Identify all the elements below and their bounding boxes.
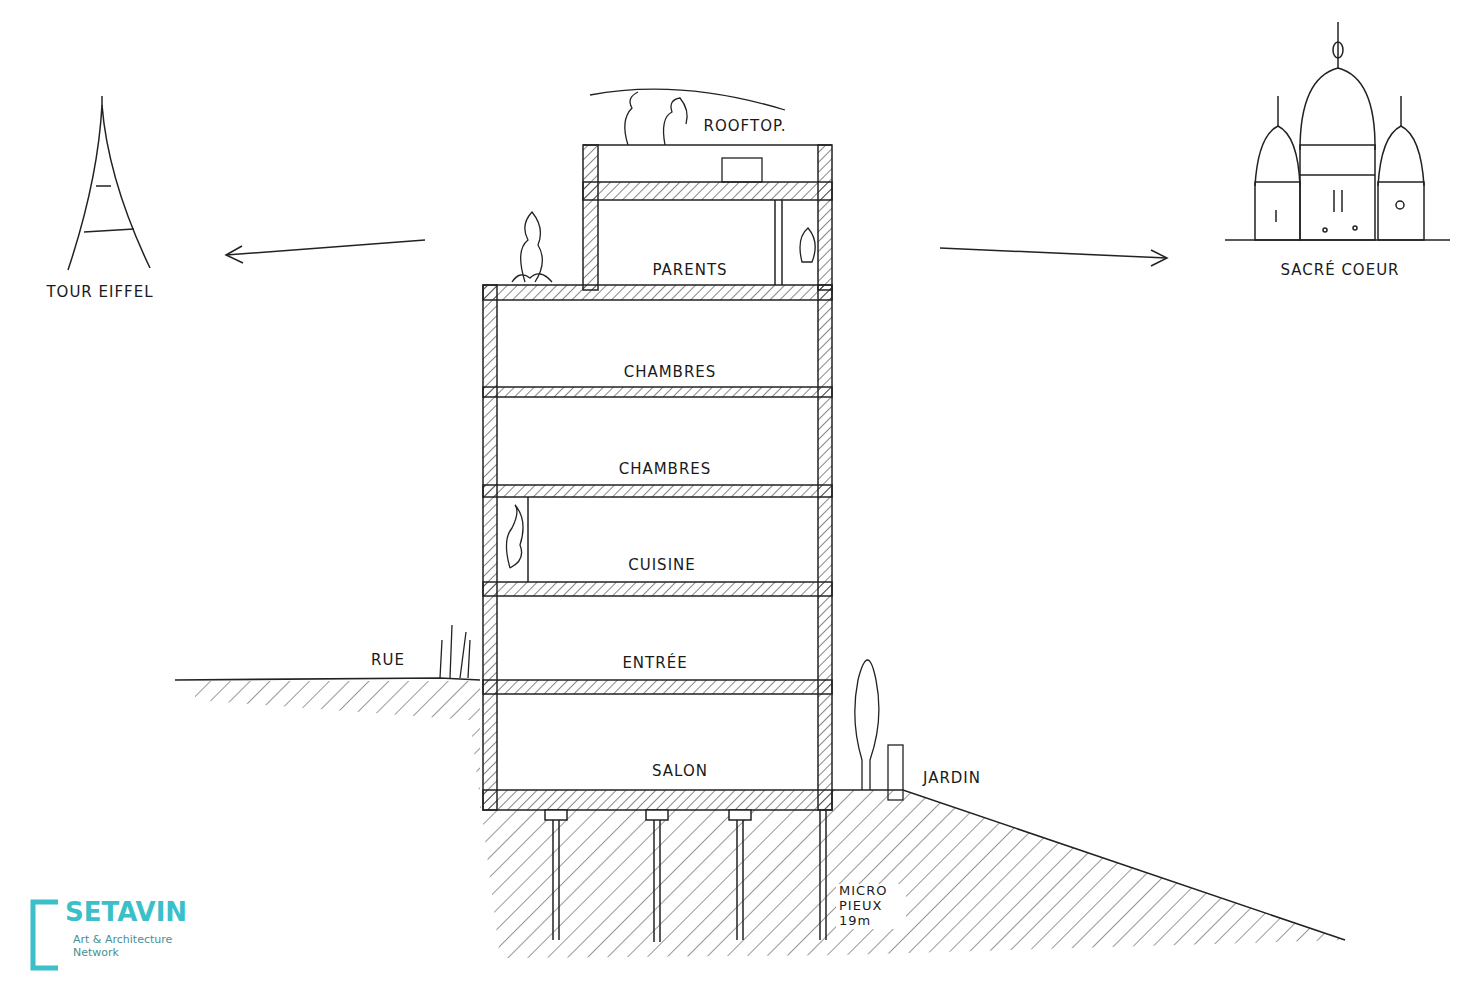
street-label: RUE [368,652,408,669]
building-section [483,285,832,300]
building-section [527,497,529,582]
watermark: SETAVIN [62,898,190,928]
vegetation-sketch [800,228,815,262]
pile-note: MICRO PIEUX 19m [836,884,906,929]
sacre-coeur [1275,210,1277,222]
building-section [483,582,832,596]
room-label: SALON [649,763,711,780]
micro-pile [736,820,738,940]
sacre-coeur [1333,190,1335,212]
micro-pile [742,820,744,940]
ground [832,790,1345,940]
building-section [583,145,598,290]
sacre-coeur [1341,190,1343,212]
sacre-coeur [1300,145,1375,240]
room-label: CUISINE [625,557,699,574]
vegetation-sketch [855,660,879,790]
building-section [774,200,776,285]
room-label: CHAMBRES [621,364,720,381]
watermark-logo [33,902,58,968]
building-section [818,145,832,290]
room-label: ENTRÉE [619,655,690,672]
building-section [545,810,567,820]
vegetation-sketch [521,212,543,282]
landmark-label: TOUR EIFFEL [43,284,156,301]
sacre-coeur [1225,22,1450,240]
building-section [818,285,832,810]
view-arrow [226,246,243,263]
micro-pile [552,820,554,940]
building-section [781,200,783,285]
building-section [583,144,832,146]
eiffel-tower [96,185,111,187]
vegetation-sketch [506,505,523,568]
sacre-coeur [1277,96,1279,126]
sacre-coeur [1396,201,1404,209]
ground [175,678,1345,958]
micro-pile [558,820,560,940]
building-section [483,285,497,810]
sacre-coeur [1337,22,1339,68]
garden-label: JARDIN [920,770,984,787]
micro-pile [659,820,661,942]
sacre-coeur [1255,126,1300,186]
eiffel-tower [68,105,150,270]
eiffel-tower [84,229,134,232]
eiffel-tower [101,96,103,106]
building-section [483,485,832,497]
sacre-coeur [1378,182,1424,240]
sacre-coeur [1333,42,1343,58]
room-label: PARENTS [649,262,730,279]
sacre-coeur [1300,174,1375,176]
building-section [583,182,832,200]
building-section [729,810,751,820]
building-section [483,680,832,694]
sacre-coeur [1255,182,1300,240]
sacre-coeur [1300,68,1375,150]
view-arrow [1151,250,1167,266]
building-section [483,145,832,820]
vegetation-sketch [590,89,785,110]
view-arrow [940,248,1167,258]
eiffel-tower [68,96,150,270]
micro-pile [819,810,821,940]
sacre-coeur [1378,126,1424,186]
sacre-coeur [1353,226,1357,230]
landmark-label: SACRÉ COEUR [1277,262,1402,279]
vegetation-sketch [664,98,688,145]
sacre-coeur [1400,96,1402,126]
vegetation-sketch [888,745,903,800]
building-section [483,387,832,397]
room-label: CHAMBRES [616,461,715,478]
building-section [646,810,668,820]
vegetation-sketch [722,158,762,182]
ground [195,681,1345,958]
vegetation-sketch [440,625,470,678]
watermark: Art & Architecture Network [70,934,186,959]
micro-pile [553,810,826,942]
building-section [483,790,832,810]
micro-pile [825,810,827,940]
vegetation-sketch [440,89,903,800]
vegetation-sketch [512,274,552,282]
ground [175,678,480,680]
rooftop-label: ROOFTOP. [701,118,790,135]
sacre-coeur [1323,228,1327,232]
vegetation-sketch [625,92,638,145]
watermark-logo [33,902,58,968]
view-arrow [226,240,425,255]
micro-pile [653,820,655,942]
